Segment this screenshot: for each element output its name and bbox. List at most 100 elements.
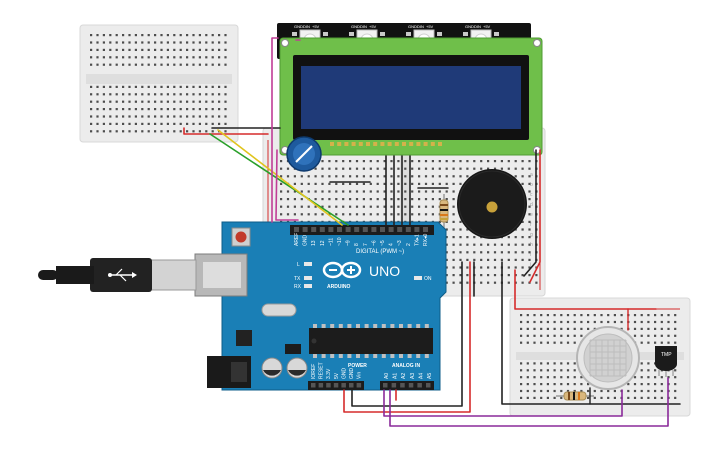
atmega-chip (309, 324, 433, 358)
wire-black[interactable] (351, 261, 463, 407)
rx-led (304, 284, 312, 288)
piezo-buzzer[interactable] (457, 169, 527, 239)
power-jack[interactable] (207, 356, 251, 388)
digital-pin-label: ~5 (380, 240, 386, 246)
analog-pin-label: A2 (401, 373, 407, 379)
row-letter: j (529, 262, 531, 268)
digital-label: DIGITAL (PWM ~) (356, 249, 404, 255)
analog-pin-label: A1 (393, 373, 399, 379)
analog-header[interactable] (380, 381, 434, 390)
wire-green[interactable] (209, 133, 349, 226)
neopixel-pin-label: +5V (312, 24, 320, 29)
digital-header-pins (294, 227, 428, 232)
lcd-screen (301, 66, 521, 129)
potentiometer[interactable] (286, 136, 322, 172)
digital-pin-label: 2 (406, 243, 412, 246)
tmp-label: TMP (661, 352, 672, 358)
digital-header[interactable] (290, 225, 434, 235)
temperature-sensor[interactable]: TMP (655, 346, 677, 377)
usb-chip (236, 330, 252, 346)
lcd-mount-hole (281, 39, 289, 47)
power-pin-label: 5V (334, 372, 340, 379)
digital-pin-label: ~10 (337, 237, 343, 246)
power-pin-label: IOREF (311, 364, 317, 379)
digital-pin-label: ~11 (328, 238, 334, 246)
breadboard-holes (90, 34, 227, 133)
tx-label: TX (294, 276, 301, 282)
crystal-oscillator (261, 303, 297, 317)
capacitor (261, 357, 283, 379)
brand-label: ARDUINO (327, 284, 350, 290)
wire-black[interactable] (501, 261, 681, 405)
breadboard-small-top[interactable] (79, 24, 239, 143)
row-letter: e (530, 212, 533, 218)
digital-pin-label: 4 (389, 243, 395, 246)
l-led (304, 262, 312, 266)
arduino-logo-icon (322, 261, 362, 279)
lcd-display[interactable] (279, 37, 543, 156)
resistor-bottom[interactable] (556, 391, 594, 401)
neopixel-pin-label: GND (351, 24, 360, 29)
wires[interactable] (183, 37, 681, 427)
usb-icon (108, 268, 137, 282)
wire-red[interactable] (343, 261, 471, 413)
wire-red[interactable] (183, 127, 269, 135)
capacitor (286, 357, 308, 379)
power-pin-label: GND (349, 368, 355, 380)
analog-pin-label: A0 (384, 373, 390, 379)
neopixel-pin-label: DIN (474, 24, 481, 29)
row-letter: f (530, 222, 532, 228)
wire-purple[interactable] (383, 389, 623, 417)
neopixel-pin-label: DIN (417, 24, 424, 29)
buzzer-hole (486, 201, 498, 213)
analog-label: ANALOG IN (392, 363, 420, 369)
wire-red[interactable] (529, 149, 541, 283)
power-label: POWER (348, 363, 367, 369)
on-label: ON (424, 276, 432, 282)
neopixel-pin-label: +5V (369, 24, 377, 29)
row-letter: i (530, 252, 531, 258)
wire-magenta[interactable] (275, 149, 299, 221)
digital-pin-label: ~9 (346, 240, 352, 246)
analog-pin-label: A3 (410, 373, 416, 379)
resistor-main[interactable] (439, 194, 449, 228)
neopixel-pin-label: GND (408, 24, 417, 29)
wire-black[interactable] (523, 149, 537, 277)
digital-pin-label: 7 (363, 243, 369, 246)
lcd-mount-hole (533, 39, 541, 47)
reset-button[interactable] (231, 227, 251, 247)
on-led (414, 276, 422, 280)
sensor-mesh (589, 339, 627, 377)
wire-purple[interactable] (389, 377, 669, 427)
neopixel-pin-label: DIN (360, 24, 367, 29)
usb-cable[interactable] (38, 258, 197, 292)
analog-pin-label: A4 (418, 373, 424, 379)
gas-sensor[interactable] (576, 326, 640, 390)
neopixel-pin-label: +5V (426, 24, 434, 29)
neopixel-pin-label: GND (294, 24, 303, 29)
digital-pin-label: GND (303, 235, 309, 247)
wire-magenta[interactable] (271, 37, 279, 223)
power-pin-label: GND (341, 368, 347, 380)
power-pin-label: RESET (319, 362, 325, 379)
rx-label: RX (294, 284, 302, 290)
wire-yellow[interactable] (217, 129, 343, 226)
wire-red[interactable] (514, 269, 657, 310)
l-label: L (297, 262, 300, 268)
digital-pin-label: AREF (294, 233, 300, 246)
row-letter: h (530, 242, 533, 248)
digital-pin-label: 8 (354, 243, 360, 246)
model-label: UNO (369, 263, 400, 279)
neopixel-pin-label: GND (465, 24, 474, 29)
neopixel-pin-label: +5V (483, 24, 491, 29)
row-letter: g (530, 232, 533, 238)
tx-led (304, 276, 312, 280)
usb-port[interactable] (194, 253, 248, 297)
row-letter: c (530, 192, 533, 198)
icsp-header (285, 344, 301, 354)
